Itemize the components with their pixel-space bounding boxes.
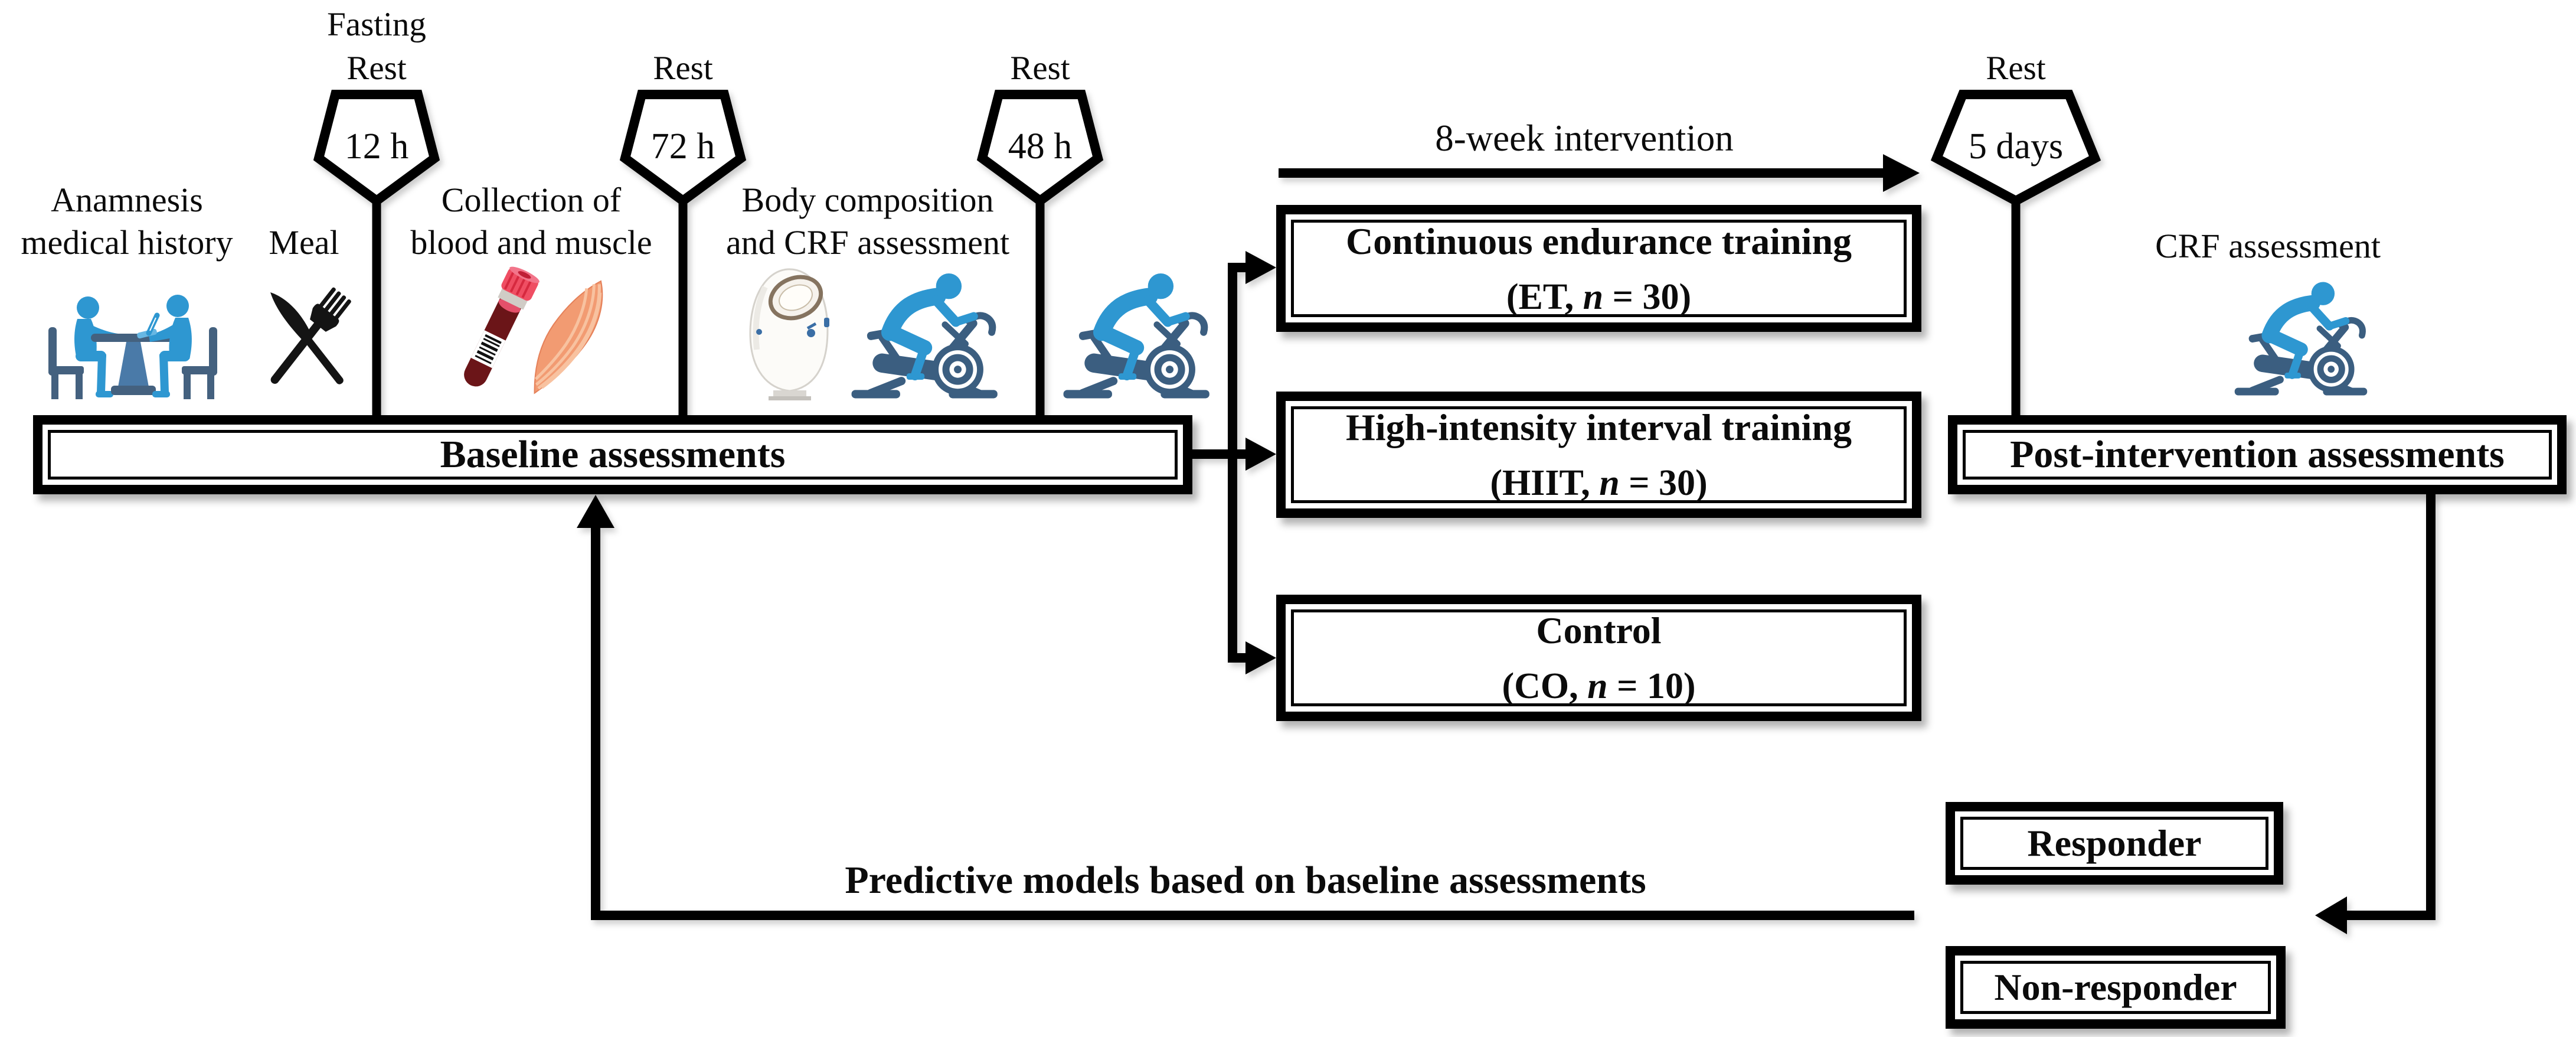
post-intervention-box: Post-intervention assessments bbox=[1948, 415, 2567, 494]
feedback-up-arrowhead bbox=[577, 495, 614, 528]
hourglass-pentagon-icon bbox=[976, 90, 1104, 417]
bodycomp-caption-line1: Body composition bbox=[741, 181, 994, 219]
marker-label: Rest bbox=[1986, 50, 2046, 87]
blood-tube-icon bbox=[464, 266, 540, 387]
rest-marker-72h: Rest 72 h bbox=[600, 0, 766, 419]
rest-marker-12h: Fasting Rest 12 h bbox=[294, 0, 459, 419]
control-group-box: Control (CO, n = 10) bbox=[1276, 595, 1921, 721]
et-group-sub: (ET, n = 30) bbox=[1506, 276, 1692, 317]
rest-marker-5days: Rest 5 days bbox=[1921, 0, 2110, 419]
muscle-icon bbox=[534, 280, 603, 394]
marker-label: Rest bbox=[653, 50, 713, 87]
predictive-models-label: Predictive models based on baseline asse… bbox=[845, 859, 1646, 902]
non-responder-box: Non-responder bbox=[1946, 946, 2286, 1029]
baseline-assessments-label: Baseline assessments bbox=[440, 433, 786, 476]
marker-label: Rest bbox=[1010, 50, 1070, 87]
et-arrowhead bbox=[1245, 251, 1276, 284]
marker-value: 48 h bbox=[1008, 126, 1073, 167]
hourglass-pentagon-icon bbox=[619, 90, 747, 417]
baseline-assessments-box: Baseline assessments bbox=[33, 415, 1192, 494]
collection-caption-line2: blood and muscle bbox=[410, 223, 652, 262]
hiit-group-sub: (HIIT, n = 30) bbox=[1490, 463, 1708, 503]
post-to-responder-line bbox=[2346, 494, 2436, 920]
post-intervention-label: Post-intervention assessments bbox=[2010, 433, 2505, 476]
et-group-title: Continuous endurance training bbox=[1345, 220, 1852, 262]
bodpod-icon bbox=[749, 268, 829, 400]
non-responder-label: Non-responder bbox=[1994, 966, 2237, 1008]
bodycomp-caption-line2: and CRF assessment bbox=[725, 223, 1010, 262]
responder-box: Responder bbox=[1946, 802, 2283, 885]
eight-week-arrowhead bbox=[1883, 154, 1920, 192]
exercise-bike-icon bbox=[2224, 269, 2375, 405]
anamnesis-caption-line1: Anamnesis bbox=[51, 181, 203, 219]
responder-arrowhead bbox=[2315, 896, 2347, 934]
hourglass-pentagon-icon bbox=[1930, 90, 2101, 417]
exercise-bike-icon bbox=[840, 267, 1006, 402]
collection-caption-line1: Collection of bbox=[441, 181, 622, 219]
eight-week-intervention-label: 8-week intervention bbox=[1435, 118, 1734, 159]
control-group-title: Control bbox=[1536, 609, 1662, 651]
hiit-group-box: High-intensity interval training (HIIT, … bbox=[1276, 392, 1921, 518]
hiit-group-title: High-intensity interval training bbox=[1346, 406, 1852, 448]
marker-value: 12 h bbox=[344, 126, 409, 167]
anamnesis-caption-line2: medical history bbox=[21, 223, 233, 262]
branch-trunk bbox=[1228, 263, 1247, 663]
hiit-arrowhead bbox=[1245, 438, 1276, 471]
control-group-sub: (CO, n = 10) bbox=[1502, 666, 1696, 706]
et-group-box: Continuous endurance training (ET, n = 3… bbox=[1276, 205, 1921, 332]
interview-table-icon bbox=[48, 295, 217, 399]
meal-caption: Meal bbox=[269, 223, 339, 262]
rest-marker-48h: Rest 48 h bbox=[957, 0, 1123, 419]
hourglass-pentagon-icon bbox=[313, 90, 440, 417]
marker-label: Fasting bbox=[327, 6, 426, 43]
marker-label: Rest bbox=[346, 50, 407, 87]
marker-value: 72 h bbox=[650, 126, 715, 167]
meal-cutlery-icon bbox=[270, 287, 351, 384]
responder-label: Responder bbox=[2027, 822, 2202, 864]
feedback-line bbox=[591, 527, 1914, 920]
marker-value: 5 days bbox=[1968, 126, 2064, 167]
crf-post-caption: CRF assessment bbox=[2155, 227, 2381, 265]
control-arrowhead bbox=[1245, 641, 1276, 674]
exercise-bike-icon bbox=[1052, 267, 1218, 402]
